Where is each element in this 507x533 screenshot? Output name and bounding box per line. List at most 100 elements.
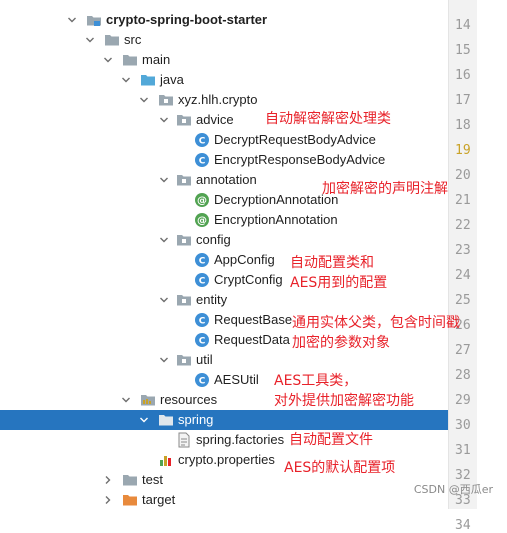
- tree-label: AESUtil: [214, 372, 259, 387]
- line-number: 32: [455, 468, 471, 483]
- tree-row[interactable]: C EncryptResponseBodyAdvice: [0, 150, 448, 170]
- tree-label: util: [196, 352, 213, 367]
- line-number: 18: [455, 118, 471, 133]
- tree-label: EncryptResponseBodyAdvice: [214, 152, 386, 167]
- tree-label: xyz.hlh.crypto: [178, 92, 258, 107]
- tree-row[interactable]: src: [0, 30, 448, 50]
- folder-icon: [122, 472, 138, 488]
- chevron-right-icon[interactable]: [102, 493, 114, 505]
- svg-text:C: C: [199, 137, 206, 147]
- annotation-icon: @: [194, 192, 210, 208]
- class-icon: C: [194, 132, 210, 148]
- class-icon: C: [194, 152, 210, 168]
- annotation-note: 通用实体父类，包含时间戳: [292, 315, 460, 331]
- svg-text:C: C: [199, 377, 206, 387]
- source-folder-icon: [140, 72, 156, 88]
- tree-label: DecryptionAnnotation: [214, 192, 339, 207]
- line-number: 26: [455, 318, 471, 333]
- chevron-down-icon[interactable]: [138, 93, 150, 105]
- folder-icon: [122, 52, 138, 68]
- line-number: 27: [455, 343, 471, 358]
- tree-label: config: [196, 232, 231, 247]
- line-number: 24: [455, 268, 471, 283]
- tree-row[interactable]: C CryptConfig: [0, 270, 448, 290]
- tree-row[interactable]: crypto.properties: [0, 450, 448, 470]
- tree-row[interactable]: main: [0, 50, 448, 70]
- tree-row[interactable]: @ DecryptionAnnotation: [0, 190, 448, 210]
- svg-text:C: C: [199, 277, 206, 287]
- tree-row[interactable]: util: [0, 350, 448, 370]
- line-number: 15: [455, 43, 471, 58]
- tree-label: target: [142, 492, 176, 507]
- line-number: 19: [455, 143, 471, 158]
- resources-folder-icon: [140, 392, 156, 408]
- package-icon: [176, 112, 192, 128]
- class-icon: C: [194, 252, 210, 268]
- line-number: 23: [455, 243, 471, 258]
- annotation-icon: @: [194, 212, 210, 228]
- tree-label: resources: [160, 392, 218, 407]
- annotation-note: 自动解密解密处理类: [265, 111, 391, 127]
- watermark: CSDN @西瓜er: [413, 483, 493, 496]
- tree-row[interactable]: test: [0, 470, 448, 490]
- line-number: 16: [455, 68, 471, 83]
- tree-label: crypto.properties: [178, 452, 275, 467]
- tree-row[interactable]: C AESUtil: [0, 370, 448, 390]
- tree-row[interactable]: crypto-spring-boot-starter: [0, 10, 448, 30]
- package-icon: [176, 292, 192, 308]
- annotation-note: 自动配置文件: [289, 432, 373, 448]
- annotation-note: 对外提供加密解密功能: [274, 393, 414, 409]
- chevron-down-icon[interactable]: [158, 233, 170, 245]
- tree-row[interactable]: resources: [0, 390, 448, 410]
- tree-row[interactable]: target: [0, 490, 448, 510]
- file-icon: [176, 432, 192, 448]
- chevron-down-icon[interactable]: [120, 73, 132, 85]
- tree-row[interactable]: advice: [0, 110, 448, 130]
- properties-file-icon: [158, 452, 174, 468]
- tree-row[interactable]: C AppConfig: [0, 250, 448, 270]
- tree-row[interactable]: config: [0, 230, 448, 250]
- chevron-down-icon[interactable]: [120, 393, 132, 405]
- tree-label: test: [142, 472, 163, 487]
- tree-label: AppConfig: [214, 252, 275, 267]
- folder-icon: [158, 412, 174, 428]
- chevron-down-icon[interactable]: [138, 413, 150, 425]
- annotation-note: 加密的参数对象: [292, 335, 390, 351]
- tree-label: RequestBase: [214, 312, 293, 327]
- annotation-note: 加密解密的声明注解: [322, 181, 448, 197]
- package-icon: [176, 352, 192, 368]
- tree-label: CryptConfig: [214, 272, 283, 287]
- line-number: 34: [455, 518, 471, 533]
- editor-gutter: [448, 0, 477, 509]
- module-folder-icon: [86, 12, 102, 28]
- package-icon: [158, 92, 174, 108]
- chevron-down-icon[interactable]: [158, 173, 170, 185]
- tree-row[interactable]: entity: [0, 290, 448, 310]
- tree-row[interactable]: annotation: [0, 170, 448, 190]
- chevron-down-icon[interactable]: [158, 113, 170, 125]
- editor-edge: [477, 0, 507, 509]
- tree-row[interactable]: xyz.hlh.crypto: [0, 90, 448, 110]
- tree-row[interactable]: java: [0, 70, 448, 90]
- line-number: 29: [455, 393, 471, 408]
- line-number: 20: [455, 168, 471, 183]
- tree-row[interactable]: spring: [0, 410, 448, 430]
- tree-row[interactable]: @EncryptionAnnotation: [0, 210, 448, 230]
- tree-label: spring.factories: [196, 432, 285, 447]
- chevron-down-icon[interactable]: [158, 353, 170, 365]
- svg-text:C: C: [199, 157, 206, 167]
- chevron-right-icon[interactable]: [102, 473, 114, 485]
- excluded-folder-icon: [122, 492, 138, 508]
- tree-row[interactable]: spring.factories: [0, 430, 448, 450]
- line-number: 17: [455, 93, 471, 108]
- chevron-down-icon[interactable]: [102, 53, 114, 65]
- line-number: 21: [455, 193, 471, 208]
- chevron-down-icon[interactable]: [66, 13, 78, 25]
- chevron-down-icon[interactable]: [84, 33, 96, 45]
- tree-label: annotation: [196, 172, 257, 187]
- chevron-down-icon[interactable]: [158, 293, 170, 305]
